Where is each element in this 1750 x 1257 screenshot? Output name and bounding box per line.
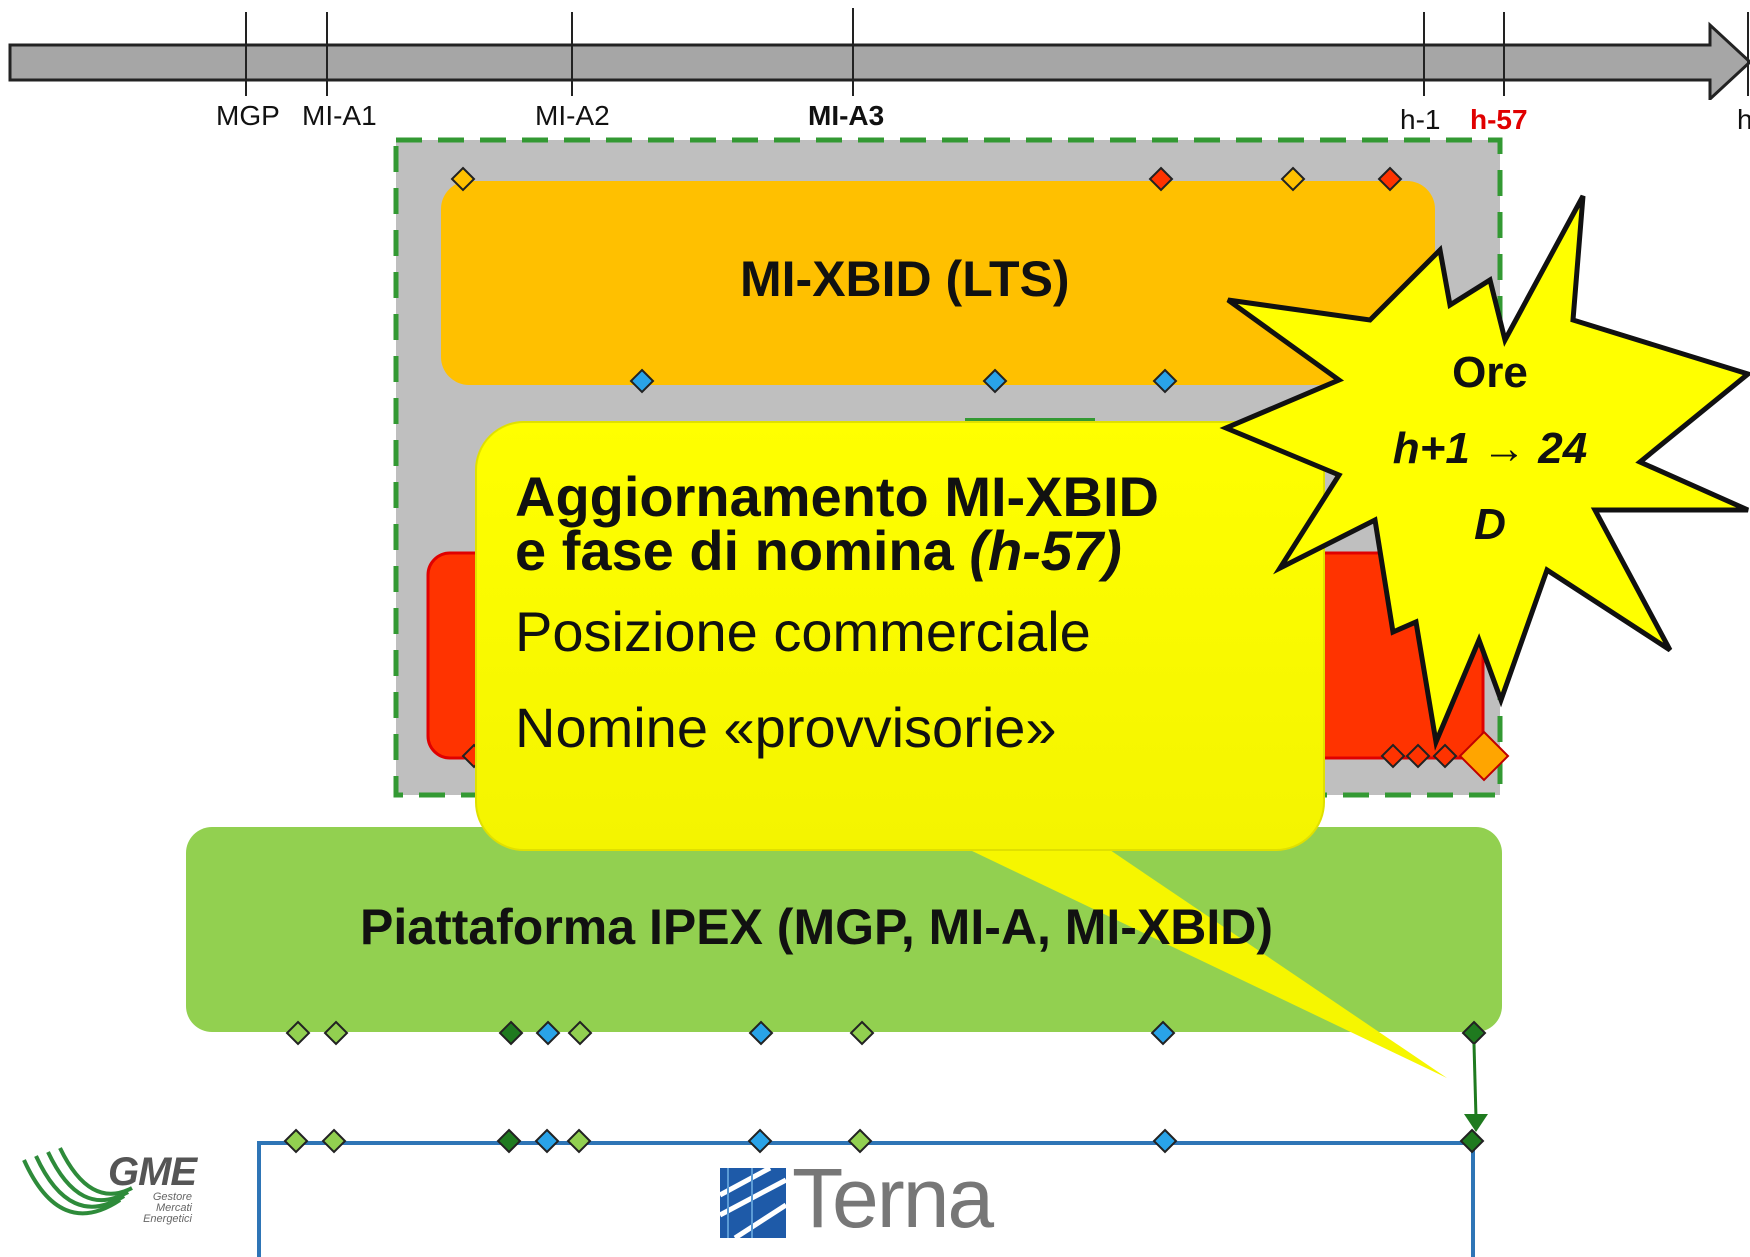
diamond-marker [1152, 1128, 1178, 1154]
starburst-line-day: D [1474, 500, 1506, 549]
xbid-box-title: MI-XBID (LTS) [740, 251, 1070, 307]
diamond-marker [1377, 166, 1403, 192]
diamond-marker [1405, 743, 1431, 769]
starburst [1219, 194, 1750, 751]
nomination-arrow [1472, 1043, 1478, 1119]
gme-logo-name: GME [108, 1150, 197, 1194]
diamond-marker [748, 1020, 774, 1046]
tick-label-mgp: MGP [216, 100, 280, 131]
callout-bubble [475, 421, 1325, 851]
callout-line-position: Posizione commerciale [515, 600, 1091, 663]
diamond-marker [1459, 1128, 1485, 1154]
gme-logo-subtitle: Gestore Mercati Energetici [130, 1192, 192, 1225]
diamond-marker [847, 1128, 873, 1154]
diamond-marker-large [1458, 730, 1510, 782]
xbid-box [441, 181, 1435, 385]
terna-logo-mark [718, 1165, 788, 1241]
callout-title-italic: (h-57) [969, 519, 1122, 582]
diamond-marker [1152, 368, 1178, 394]
diamond-marker [283, 1128, 309, 1154]
gme-subtitle-line: Mercati [155, 1202, 192, 1214]
tick-label-h: h [1737, 104, 1750, 135]
tick-label-h-57: h-57 [1470, 104, 1528, 135]
diamond-marker [747, 1128, 773, 1154]
callout-pointer [970, 850, 1447, 1078]
diamond-marker [1432, 743, 1458, 769]
diamond-marker [1280, 166, 1306, 192]
diamond-marker [534, 1128, 560, 1154]
diamond-marker [323, 1020, 349, 1046]
terna-logo-name: Terna [792, 1151, 994, 1245]
ipex-box-title: Piattaforma IPEX (MGP, MI-A, MI-XBID) [360, 899, 1274, 955]
diamond-marker [629, 368, 655, 394]
diamond-marker [567, 1020, 593, 1046]
tick-label-h-1: h-1 [1400, 104, 1441, 135]
callout-title-line2: e fase di nomina [515, 519, 970, 582]
timeline [8, 8, 1750, 100]
tick-label-mi-a3: MI-A3 [808, 100, 885, 131]
starburst-text: Ore h+1 → 24 D [1335, 335, 1645, 563]
ipex-box [186, 827, 1502, 1032]
starburst-line-hours: h+1 → 24 [1392, 424, 1588, 473]
gme-subtitle-line: Gestore [152, 1191, 192, 1203]
diamond-marker [982, 368, 1008, 394]
diamond-marker [496, 1128, 522, 1154]
diamond-marker [450, 166, 476, 192]
diamond-marker [498, 1020, 524, 1046]
gme-logo-mark [22, 1147, 133, 1216]
timeline-arrow [8, 21, 1750, 100]
callout-title: Aggiornamento MI-XBID e fase di nomina (… [515, 469, 1275, 579]
diamond-marker [321, 1128, 347, 1154]
diamond-marker [285, 1020, 311, 1046]
nomination-arrowhead [1464, 1114, 1488, 1132]
diamond-marker [566, 1128, 592, 1154]
gme-subtitle-line: Energetici [143, 1213, 192, 1225]
diamond-marker [1380, 743, 1406, 769]
callout-title-line1: Aggiornamento MI-XBID [515, 465, 1159, 528]
callout-line-nominations: Nomine «provvisorie» [515, 696, 1057, 759]
starburst-line-ore: Ore [1452, 348, 1528, 397]
diamond-marker [1148, 166, 1174, 192]
callout-text: Aggiornamento MI-XBID e fase di nomina (… [515, 469, 1275, 776]
tick-label-mi-a2: MI-A2 [535, 100, 610, 131]
diamond-marker [849, 1020, 875, 1046]
tick-label-mi-a1: MI-A1 [302, 100, 377, 131]
diamond-marker [535, 1020, 561, 1046]
diamond-marker [1150, 1020, 1176, 1046]
